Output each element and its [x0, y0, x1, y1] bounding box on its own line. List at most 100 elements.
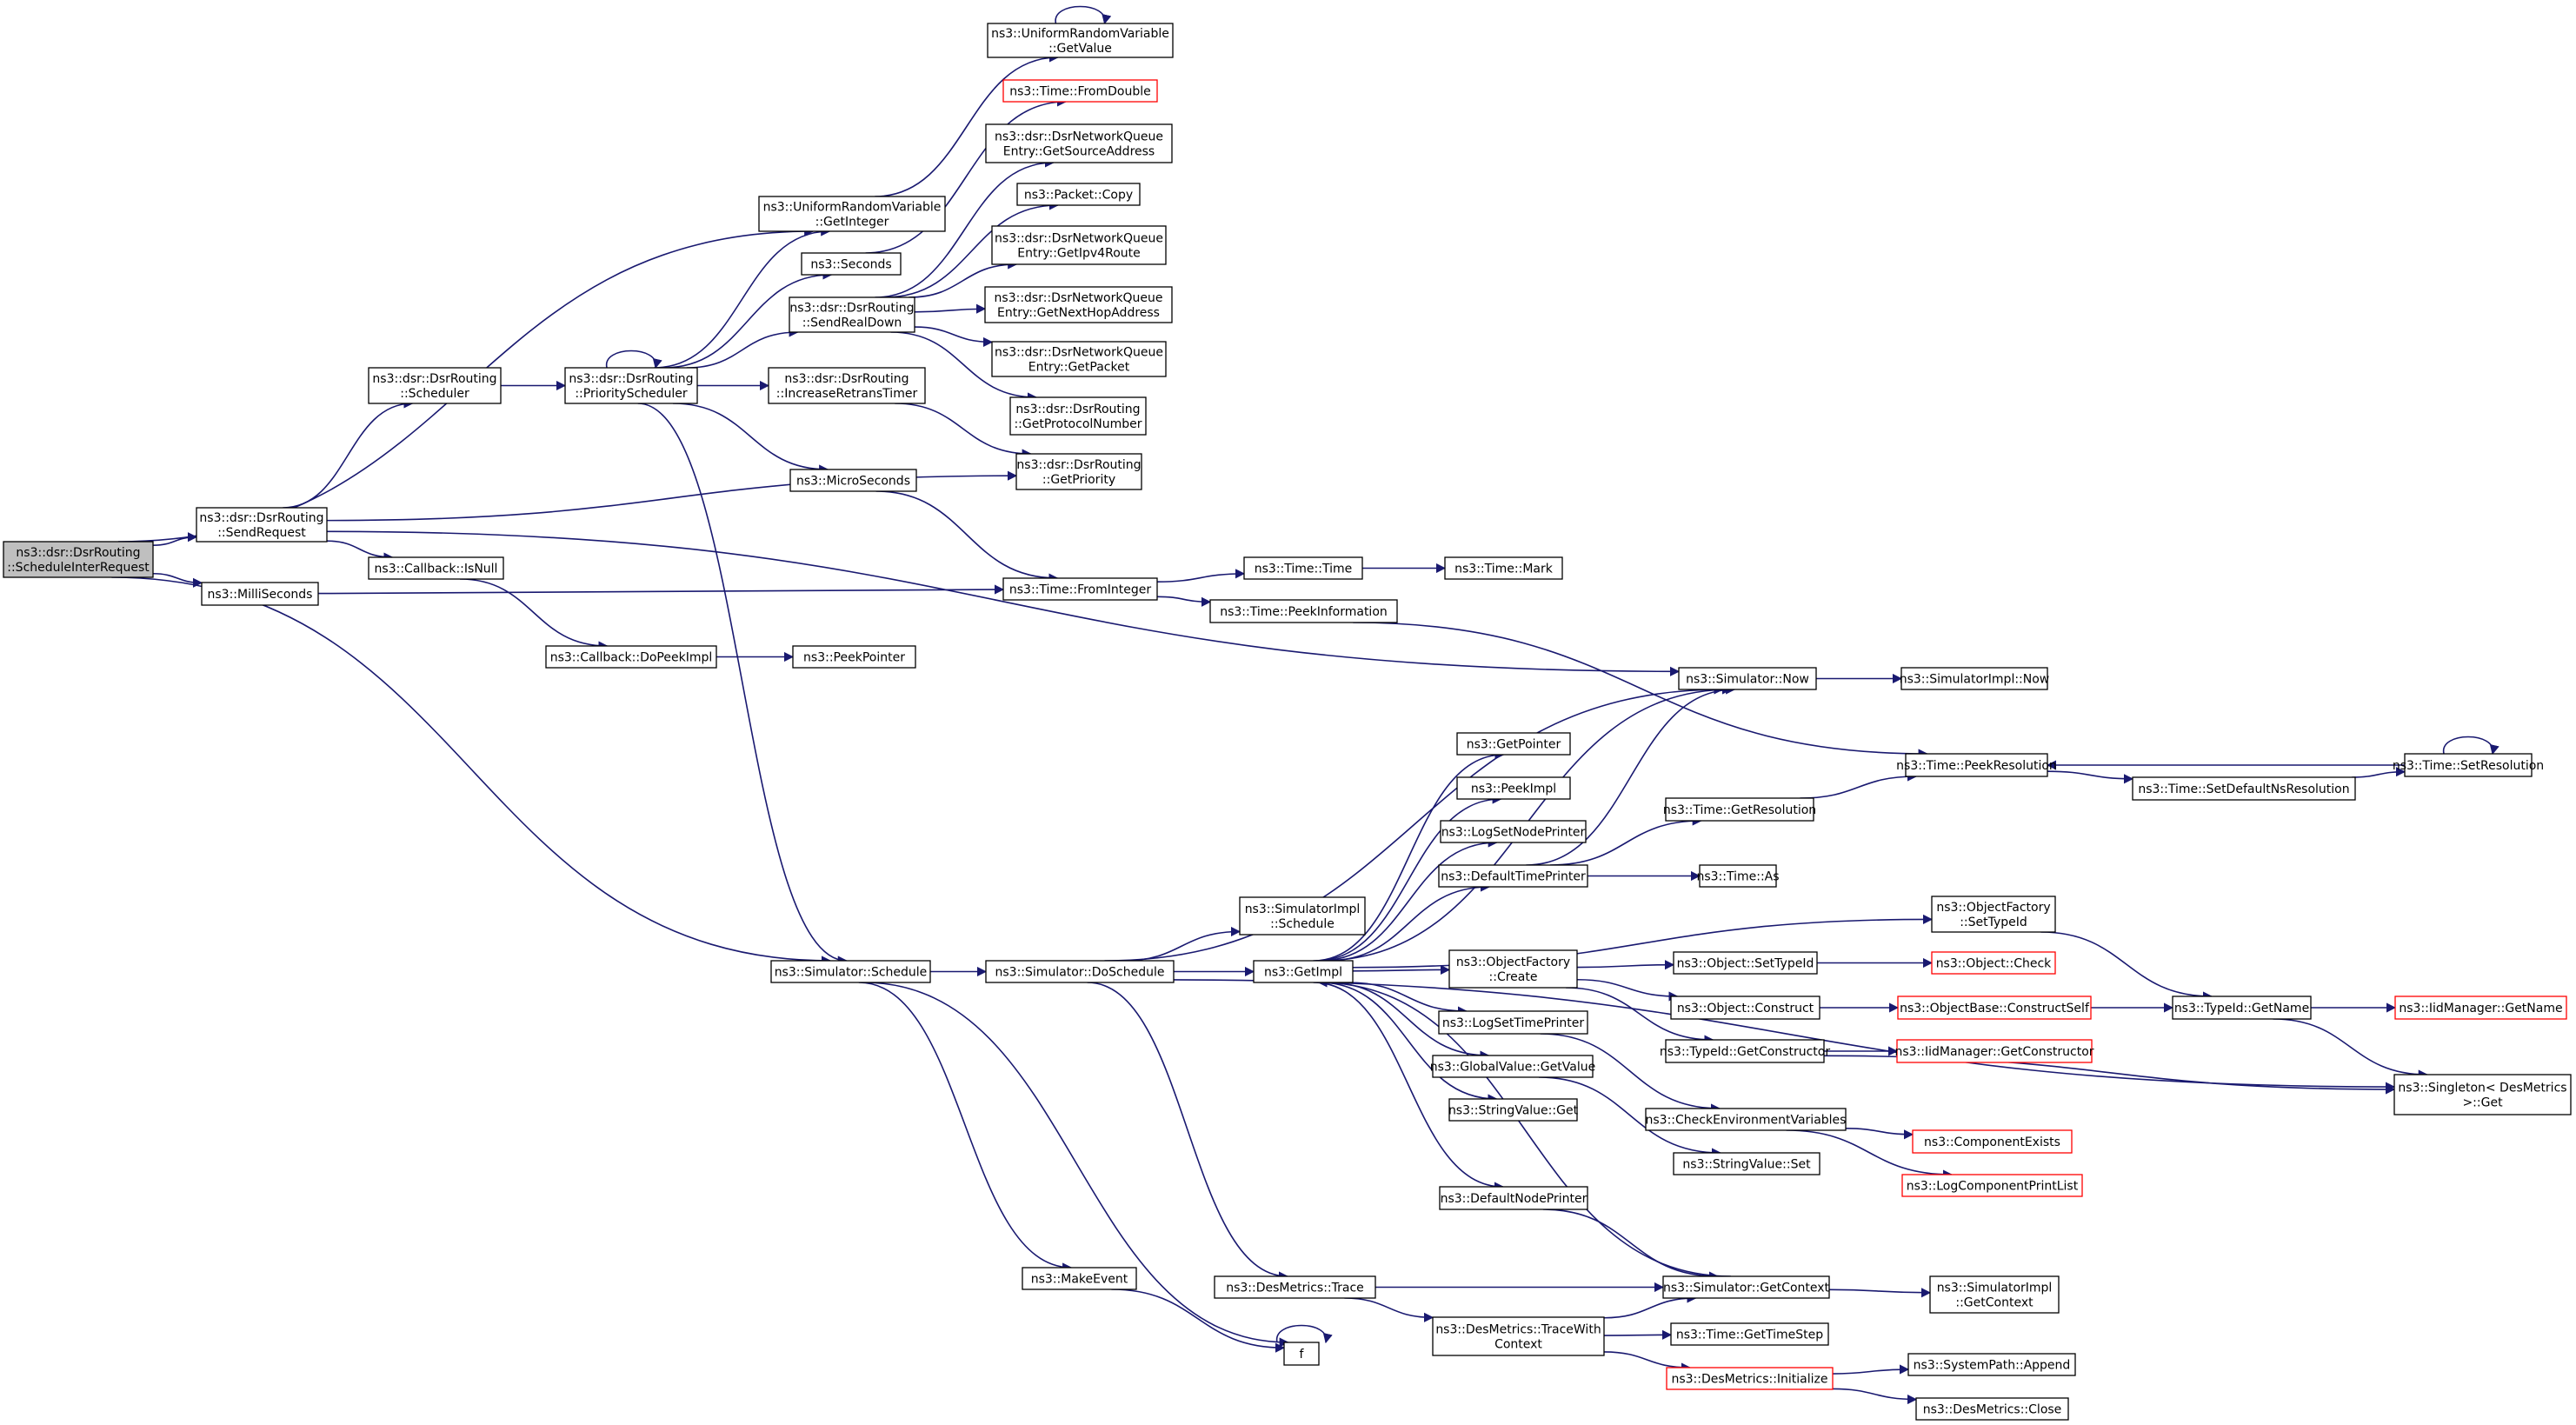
node-label-line: ns3::Time::PeekInformation — [1220, 605, 1388, 619]
node-timePeekInfo[interactable]: ns3::Time::PeekInformation — [1209, 599, 1398, 623]
node-getPacket[interactable]: ns3::dsr::DsrNetworkQueueEntry::GetPacke… — [991, 341, 1167, 377]
node-getPointer[interactable]: ns3::GetPointer — [1456, 732, 1571, 756]
node-timeSetResolution[interactable]: ns3::Time::SetResolution — [2393, 753, 2544, 777]
edge-root-to-simSchedule — [111, 576, 832, 966]
edge-sendRealDown-to-getProtocolNumber — [890, 331, 1038, 403]
edge-makeEvent-to-f — [1111, 1288, 1286, 1353]
node-timeGetResolution[interactable]: ns3::Time::GetResolution — [1663, 797, 1816, 822]
node-peekImpl[interactable]: ns3::PeekImpl — [1456, 776, 1571, 800]
node-iidGetName[interactable]: ns3::IidManager::GetName — [2394, 996, 2567, 1020]
node-label-line: ns3::Time::SetResolution — [2393, 759, 2544, 773]
node-packetCopy[interactable]: ns3::Packet::Copy — [1016, 183, 1141, 206]
node-label-line: ns3::Simulator::Schedule — [775, 966, 928, 980]
node-timePeekResolution[interactable]: ns3::Time::PeekResolution — [1896, 753, 2057, 777]
node-label-line: ns3::IidManager::GetConstructor — [1894, 1045, 2093, 1059]
node-label-line: ::GetPriority — [1042, 473, 1115, 487]
node-timeGetTimeStep[interactable]: ns3::Time::GetTimeStep — [1670, 1322, 1829, 1346]
node-priorityScheduler[interactable]: ns3::dsr::DsrRouting::PriorityScheduler — [564, 367, 698, 404]
node-seconds[interactable]: ns3::Seconds — [801, 252, 902, 276]
node-logComponentPrintList[interactable]: ns3::LogComponentPrintList — [1901, 1174, 2083, 1197]
node-box — [1896, 1039, 2093, 1063]
edge-typeIdGetName-to-singletonGet — [2273, 1018, 2428, 1080]
node-simImplSchedule[interactable]: ns3::SimulatorImpl::Schedule — [1239, 896, 1366, 936]
node-stringValueSet[interactable]: ns3::StringValue::Set — [1673, 1152, 1821, 1175]
node-box — [770, 960, 931, 983]
node-getProtocolNumber[interactable]: ns3::dsr::DsrRouting::GetProtocolNumber — [1009, 396, 1147, 436]
node-getImpl[interactable]: ns3::GetImpl — [1253, 960, 1354, 983]
node-simGetContext[interactable]: ns3::Simulator::GetContext — [1662, 1275, 1830, 1299]
node-timeFromInteger[interactable]: ns3::Time::FromInteger — [1002, 577, 1158, 601]
node-box — [1662, 1275, 1830, 1299]
node-objectCheck[interactable]: ns3::Object::Check — [1931, 951, 2056, 975]
node-box — [1678, 667, 1817, 690]
node-typeIdGetConstructor[interactable]: ns3::TypeId::GetConstructor — [1660, 1039, 1830, 1063]
node-box — [368, 556, 504, 580]
edge-priorityScheduler-to-sendRealDown — [686, 327, 799, 369]
node-getNextHop[interactable]: ns3::dsr::DsrNetworkQueueEntry::GetNextH… — [984, 286, 1173, 323]
node-getPriority[interactable]: ns3::dsr::DsrRouting::GetPriority — [1015, 453, 1142, 490]
edge-sendRequest-to-cbIsNull — [326, 540, 394, 563]
node-milliSeconds[interactable]: ns3::MilliSeconds — [201, 582, 319, 606]
node-systemPathAppend[interactable]: ns3::SystemPath::Append — [1907, 1353, 2076, 1376]
node-logSetNodePrinter[interactable]: ns3::LogSetNodePrinter — [1440, 820, 1587, 843]
node-sendRequest[interactable]: ns3::dsr::DsrRouting::SendRequest — [196, 507, 328, 543]
node-label-line: ns3::dsr::DsrNetworkQueue — [995, 346, 1163, 360]
node-timeFromDouble[interactable]: ns3::Time::FromDouble — [1002, 79, 1158, 103]
node-defaultNodePrinter[interactable]: ns3::DefaultNodePrinter — [1439, 1186, 1588, 1210]
edge-timeFromInteger-to-timeTime — [1156, 569, 1246, 583]
node-timeTime[interactable]: ns3::Time::Time — [1243, 556, 1363, 580]
node-cbIsNull[interactable]: ns3::Callback::IsNull — [368, 556, 504, 580]
node-box — [368, 367, 502, 404]
node-typeIdGetName[interactable]: ns3::TypeId::GetName — [2172, 996, 2312, 1020]
node-objectFactoryCreate[interactable]: ns3::ObjectFactory::Create — [1448, 949, 1578, 989]
node-cbDoPeekImpl[interactable]: ns3::Callback::DoPeekImpl — [545, 645, 717, 669]
node-simImplNow[interactable]: ns3::SimulatorImpl::Now — [1900, 667, 2050, 690]
node-simDoSchedule[interactable]: ns3::Simulator::DoSchedule — [985, 960, 1175, 983]
node-label-line: ns3::dsr::DsrRouting — [784, 372, 909, 386]
node-box — [1002, 577, 1158, 601]
node-peekPointer[interactable]: ns3::PeekPointer — [792, 645, 916, 669]
node-f[interactable]: f — [1283, 1342, 1320, 1366]
node-desMetricsClose[interactable]: ns3::DesMetrics::Close — [1915, 1397, 2069, 1421]
node-constructSelf[interactable]: ns3::ObjectBase::ConstructSelf — [1897, 996, 2092, 1020]
node-defaultTimePrinter[interactable]: ns3::DefaultTimePrinter — [1438, 864, 1588, 888]
node-uniformGetValue[interactable]: ns3::UniformRandomVariable::GetValue — [987, 23, 1174, 58]
node-componentExists[interactable]: ns3::ComponentExists — [1912, 1129, 2073, 1154]
edge-logSetTimePrinter-to-checkEnvVars — [1540, 1033, 1721, 1114]
node-desMetricsTrace[interactable]: ns3::DesMetrics::Trace — [1214, 1275, 1376, 1299]
edge-uniformGetInteger-to-uniformGetValue — [875, 52, 1059, 197]
node-box — [1239, 896, 1366, 936]
node-label-line: ns3::ObjectFactory — [1456, 956, 1570, 969]
node-simImplGetContext[interactable]: ns3::SimulatorImpl::GetContext — [1929, 1275, 2060, 1314]
node-iidGetConstructor[interactable]: ns3::IidManager::GetConstructor — [1894, 1039, 2094, 1063]
node-stringValueGet[interactable]: ns3::StringValue::Get — [1448, 1098, 1579, 1122]
node-box — [1670, 1322, 1829, 1346]
node-root[interactable]: ns3::dsr::DsrRouting::ScheduleInterReque… — [3, 541, 154, 578]
node-timeAs[interactable]: ns3::Time::As — [1696, 864, 1780, 888]
node-simulatorNow[interactable]: ns3::Simulator::Now — [1678, 667, 1817, 690]
node-simSchedule[interactable]: ns3::Simulator::Schedule — [770, 960, 931, 983]
node-box — [1022, 1267, 1137, 1290]
node-timeMark[interactable]: ns3::Time::Mark — [1444, 556, 1563, 580]
node-increaseRetrans[interactable]: ns3::dsr::DsrRouting::IncreaseRetransTim… — [768, 367, 926, 404]
node-sendRealDown[interactable]: ns3::dsr::DsrRouting::SendRealDown — [789, 296, 915, 333]
node-getSourceAddress[interactable]: ns3::dsr::DsrNetworkQueueEntry::GetSourc… — [985, 123, 1173, 163]
node-objectSetTypeId[interactable]: ns3::Object::SetTypeId — [1673, 951, 1818, 975]
node-getIpv4Route[interactable]: ns3::dsr::DsrNetworkQueueEntry::GetIpv4R… — [991, 225, 1167, 265]
node-desMetricsInitialize[interactable]: ns3::DesMetrics::Initialize — [1666, 1367, 1834, 1390]
node-makeEvent[interactable]: ns3::MakeEvent — [1022, 1267, 1137, 1290]
node-checkEnvVars[interactable]: ns3::CheckEnvironmentVariables — [1645, 1108, 1847, 1131]
node-timeSetDefaultNs[interactable]: ns3::Time::SetDefaultNsResolution — [2132, 776, 2356, 801]
node-label-line: ns3::Time::PeekResolution — [1896, 759, 2057, 773]
node-box — [2132, 776, 2356, 801]
node-objectConstruct[interactable]: ns3::Object::Construct — [1670, 996, 1821, 1020]
node-objectFactorySetTypeId[interactable]: ns3::ObjectFactory::SetTypeId — [1931, 896, 2056, 933]
node-uniformGetInteger[interactable]: ns3::UniformRandomVariable::GetInteger — [758, 196, 946, 232]
node-globalValueGetValue[interactable]: ns3::GlobalValue::GetValue — [1430, 1055, 1595, 1078]
node-singletonGet[interactable]: ns3::Singleton< DesMetrics>::Get — [2393, 1074, 2572, 1115]
edge-getImpl-to-logSetNodePrinter — [1319, 837, 1498, 962]
node-scheduler[interactable]: ns3::dsr::DsrRouting::Scheduler — [368, 367, 502, 404]
node-microSeconds[interactable]: ns3::MicroSeconds — [789, 469, 917, 492]
node-logSetTimePrinter[interactable]: ns3::LogSetTimePrinter — [1438, 1010, 1588, 1035]
